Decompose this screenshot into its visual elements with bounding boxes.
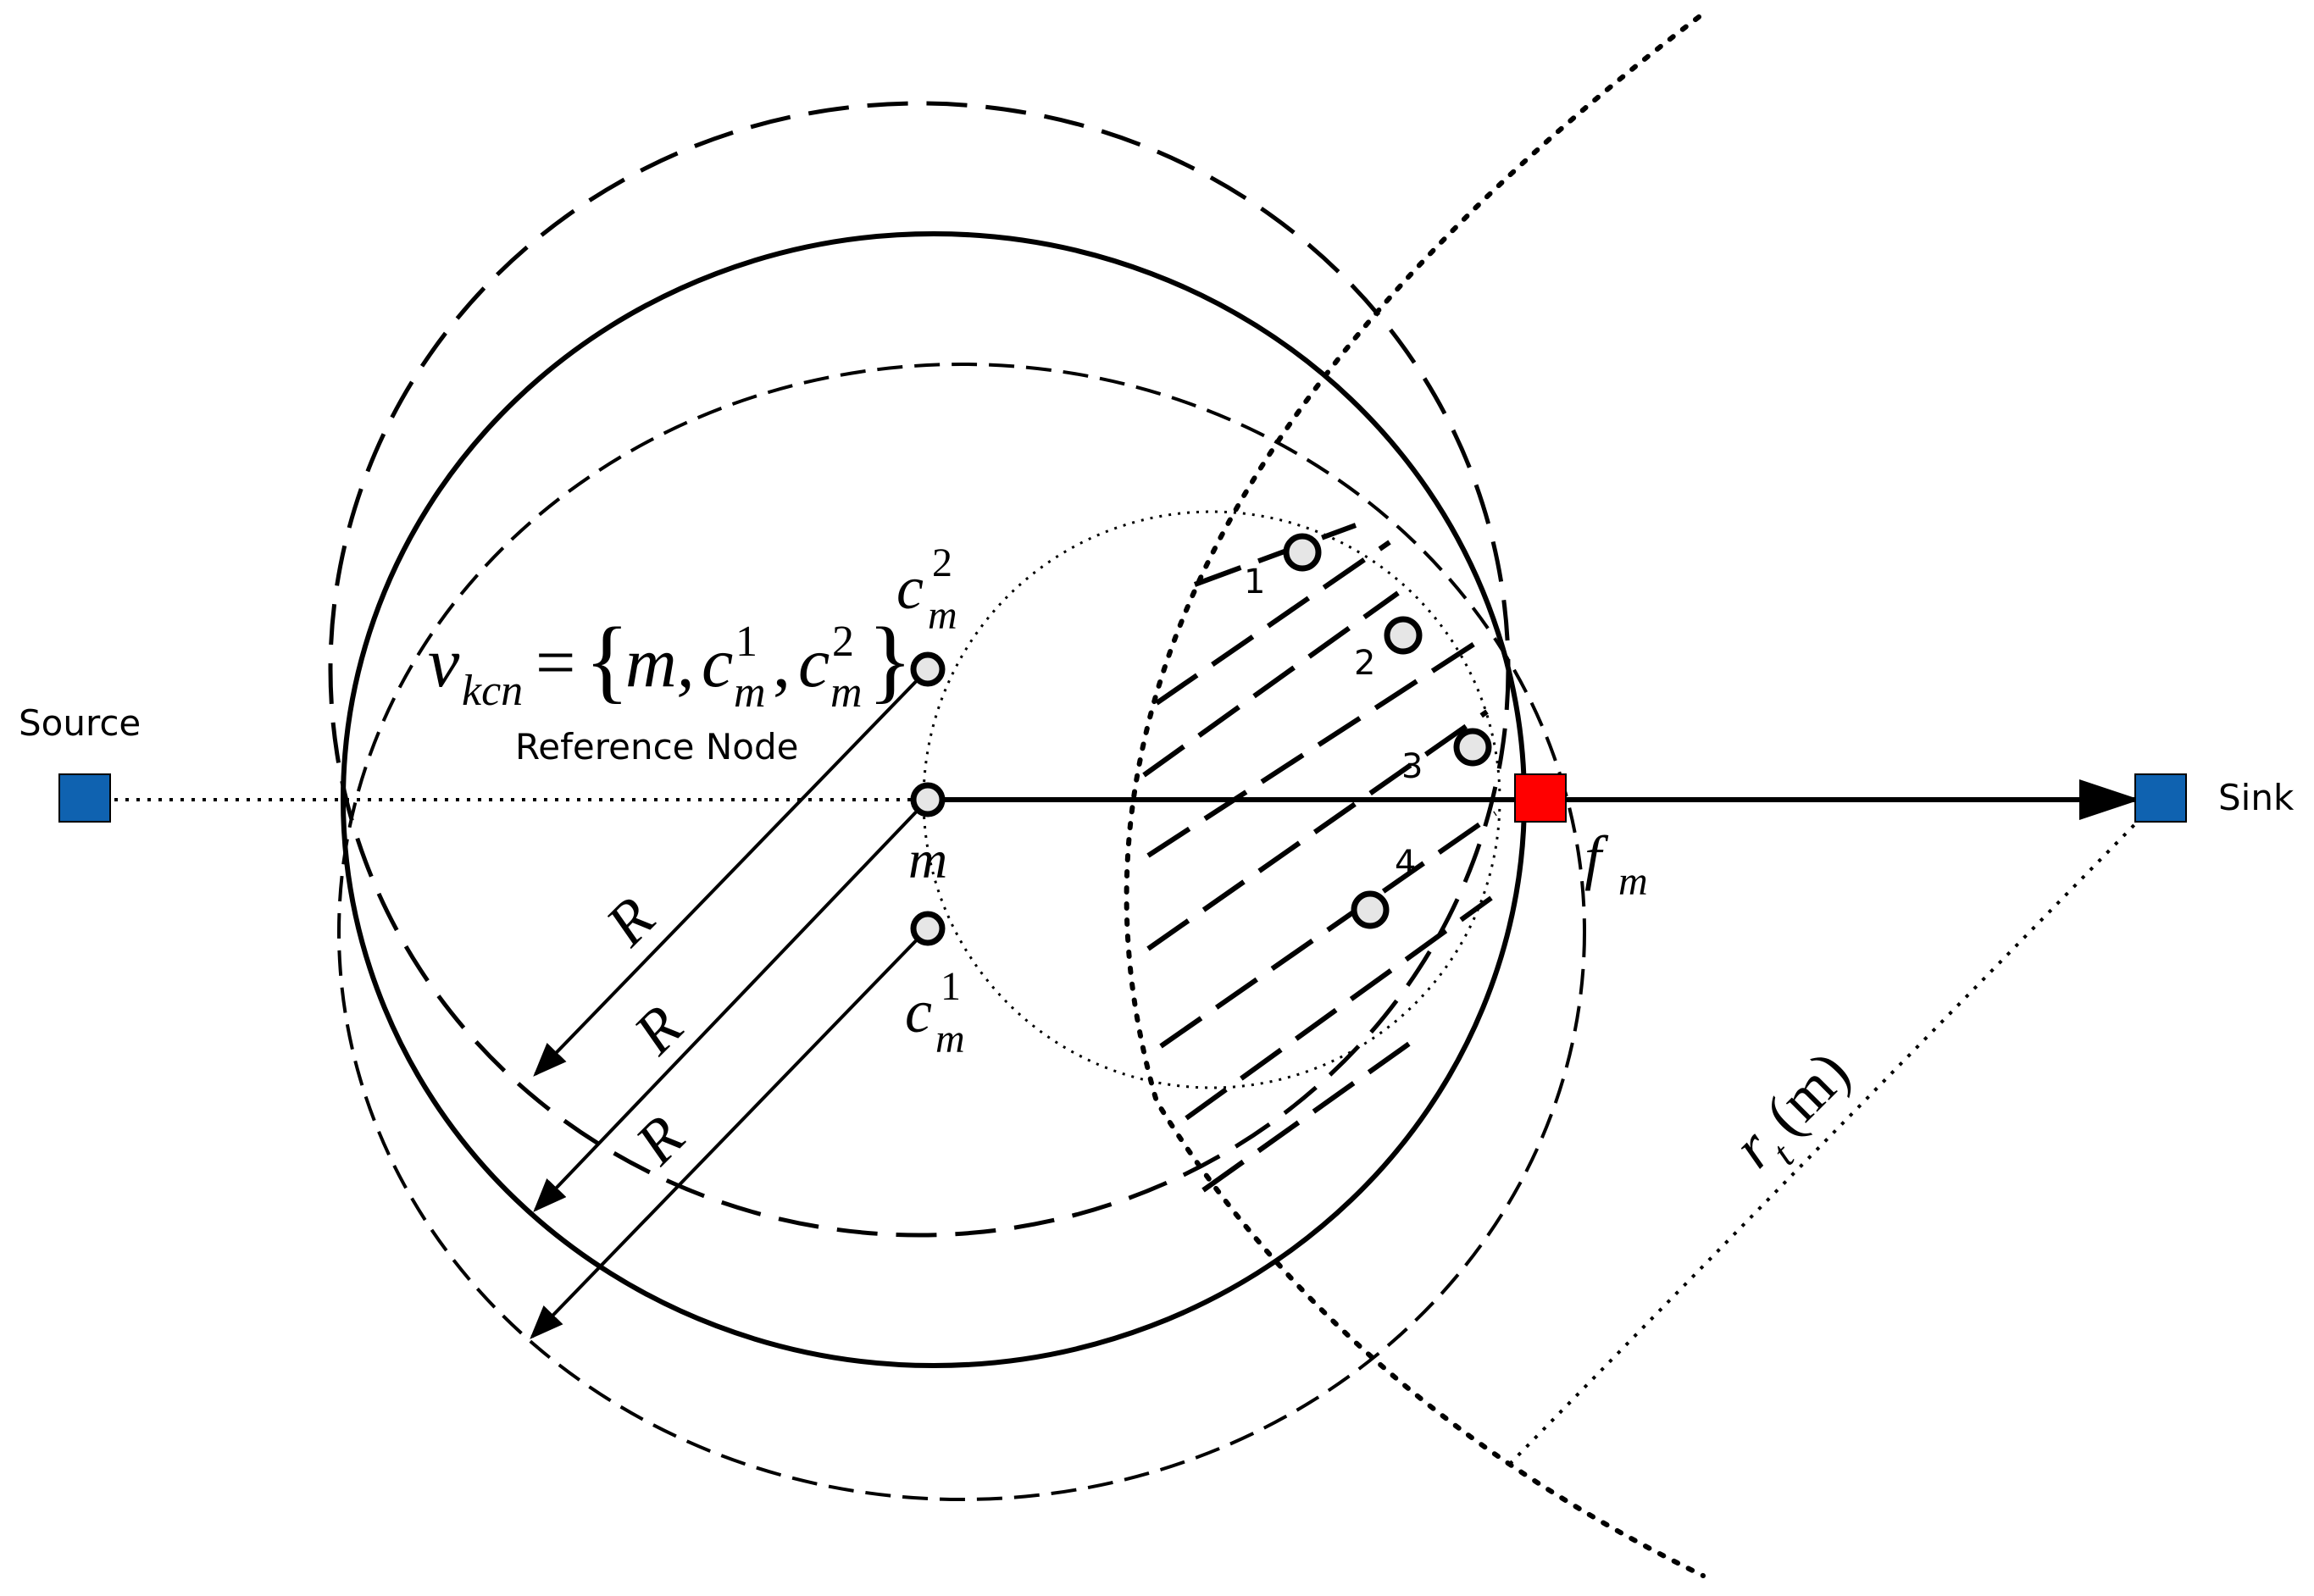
candidate-label-2: 2 (1354, 644, 1375, 683)
candidate-label-4: 4 (1395, 844, 1416, 883)
candidate-label-3: 3 (1401, 747, 1423, 786)
circle-c1-range (337, 363, 1586, 1501)
candidate-label-1: 1 (1244, 562, 1265, 601)
svg-text:}: } (868, 608, 913, 712)
candidate-node-2 (1384, 616, 1423, 655)
node-c2 (910, 651, 946, 687)
r-arrow-c2 (533, 668, 929, 1077)
r-arrow-c1 (530, 927, 929, 1339)
svg-text:{: { (585, 608, 630, 712)
svg-text:2: 2 (832, 618, 854, 666)
forwarder-node-f (1514, 773, 1567, 823)
r-arrow-m (533, 798, 929, 1212)
node-m (910, 782, 946, 817)
node-c1 (910, 911, 946, 946)
m-label: m (908, 829, 947, 889)
f-sub: m (1618, 859, 1648, 904)
c2-sup: 2 (932, 540, 952, 585)
svg-text:=: = (535, 623, 575, 702)
f-label: f (1584, 823, 1609, 891)
svg-text:c: c (702, 623, 733, 702)
svg-text:m,: m, (625, 623, 695, 702)
svg-text:m: m (734, 668, 766, 717)
sink-label: Sink (2218, 777, 2295, 818)
rt-radius-dotted (1505, 798, 2161, 1469)
svg-text:,: , (773, 623, 791, 702)
candidate-node-3 (1453, 728, 1492, 767)
r-label-3: R (622, 1103, 696, 1178)
c2-label: c (896, 554, 924, 622)
candidate-node-4 (1351, 890, 1390, 929)
svg-text:m: m (830, 668, 863, 717)
svg-text:1: 1 (735, 618, 757, 666)
candidate-node-1 (1283, 533, 1322, 572)
hatched-region (1142, 523, 1497, 1193)
reference-node-label: Reference Node (515, 726, 798, 768)
svg-text:v: v (428, 623, 460, 702)
c2-sub: m (928, 593, 957, 638)
source-node (58, 773, 111, 823)
c1-sup: 1 (941, 964, 961, 1009)
rt-label: r t (m) (1720, 1038, 1862, 1180)
c1-label: c (905, 978, 932, 1045)
svg-text:kcn: kcn (462, 667, 523, 715)
source-label: Source (19, 702, 141, 744)
svg-text:(m): (m) (1752, 1038, 1862, 1148)
c1-sub: m (935, 1017, 965, 1061)
sink-node (2134, 773, 2187, 823)
vkcn-equation: v kcn = { m, c 1 m , c 2 m } (428, 608, 913, 717)
svg-text:c: c (798, 623, 830, 702)
sink-range-arc (1124, 14, 1706, 1578)
